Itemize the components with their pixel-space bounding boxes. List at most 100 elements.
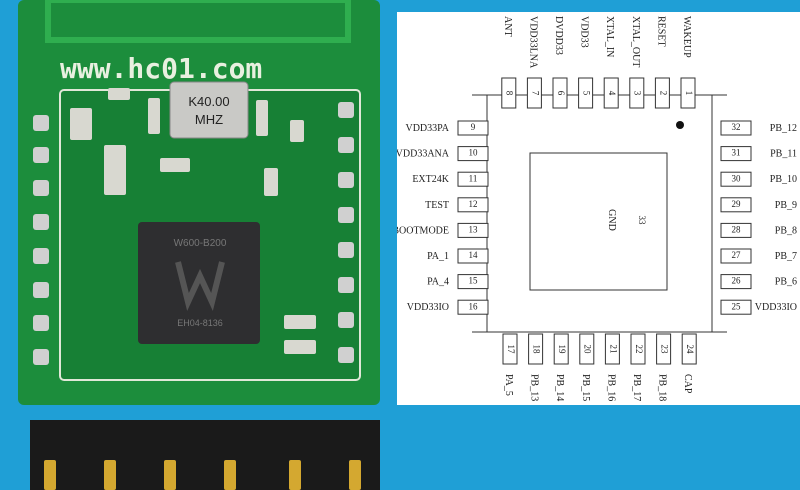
pin-box [720, 248, 752, 264]
pin-number: 25 [732, 301, 742, 311]
pin-box [681, 333, 697, 365]
pin-box [720, 171, 752, 187]
pin-box [502, 333, 518, 365]
pin-label: BOOTMODE [397, 225, 449, 236]
header-pin [289, 460, 301, 490]
pin-box [720, 299, 752, 315]
castellation-pad [338, 347, 354, 363]
pin-label: DVDD33 [553, 16, 564, 55]
pin-number: 2 [658, 91, 668, 96]
ground-label: GND [606, 209, 617, 231]
castellation-pad [338, 207, 354, 223]
pin-number: 6 [556, 91, 566, 96]
castellation-pad [33, 315, 49, 331]
pin-left-7: 16 VDD33IO [407, 299, 489, 315]
pin-number: 21 [608, 345, 618, 354]
pin-box [457, 146, 489, 162]
pin-number: 5 [582, 91, 592, 96]
header-pin [164, 460, 176, 490]
pin-number: 31 [732, 148, 741, 158]
pin-header [30, 420, 380, 490]
pin-label: VDD33 [579, 16, 590, 48]
pin-box [457, 248, 489, 264]
pin-number: 17 [506, 345, 516, 355]
pin-label: CAP [682, 374, 693, 394]
pin-box [528, 333, 544, 365]
pin-label: TEST [425, 200, 449, 211]
pin-box [720, 120, 752, 136]
crystal-text-line-2: MHZ [195, 112, 223, 127]
castellation-pad [338, 242, 354, 258]
pin-right-1: 31 PB_11 [720, 146, 797, 162]
pin-box [604, 333, 620, 365]
pin-number: 15 [469, 276, 479, 286]
website-silkscreen: www.hc01.com [60, 52, 262, 85]
castellation-pad [338, 137, 354, 153]
pin-number: 4 [607, 91, 617, 96]
pin-number: 16 [469, 301, 479, 311]
pin-box [457, 274, 489, 290]
pin-top-5: 6 DVDD33 [552, 16, 568, 109]
crystal: K40.00 MHZ [169, 81, 249, 139]
pin-box [501, 77, 517, 109]
pin-number: 13 [469, 224, 479, 234]
pin-label: PB_13 [529, 374, 540, 401]
pin-number: 14 [469, 250, 479, 260]
pin-label: VDD33ANA [397, 149, 450, 160]
pin-label: PB_7 [775, 251, 797, 262]
pin-label: VDD33IO [755, 302, 797, 313]
pin-number: 11 [469, 173, 478, 183]
pin-number: 23 [660, 345, 670, 355]
pin-number: 22 [634, 345, 644, 354]
pin-box [457, 171, 489, 187]
pin-box [680, 77, 696, 109]
pin-box [579, 333, 595, 365]
header-pin [224, 460, 236, 490]
castellation-pad [33, 180, 49, 196]
pin-label: VDD33LNA [527, 16, 538, 69]
castellation-pad [338, 277, 354, 293]
pin-label: PB_11 [770, 149, 797, 160]
pin-box [630, 333, 646, 365]
pin-label: EXT24K [412, 174, 449, 185]
pin-box [553, 333, 569, 365]
pin-label: ANT [502, 16, 513, 37]
pin-number: 18 [532, 345, 542, 355]
castellation-pad [33, 147, 49, 163]
pin-box [552, 77, 568, 109]
castellation-pad [338, 312, 354, 328]
pin-label: PB_17 [631, 374, 642, 401]
pin-number: 24 [685, 345, 695, 355]
pin-number: 3 [633, 91, 643, 96]
pin-right-7: 25 VDD33IO [720, 299, 797, 315]
pin-label: PA_1 [427, 251, 449, 262]
pin-box [457, 222, 489, 238]
castellation-pad [33, 349, 49, 365]
pin-box [457, 197, 489, 213]
chip-text-line-1: W600-B200 [174, 238, 227, 249]
pin-label: WAKEUP [681, 16, 692, 58]
pin-label: VDD33IO [407, 302, 449, 313]
pin-number: 27 [732, 250, 742, 260]
pin-number: 7 [530, 91, 540, 96]
castellation-pad [33, 115, 49, 131]
pin-left-2: 11 EXT24K [412, 171, 489, 187]
pin-top-6: 7 VDD33LNA [526, 16, 542, 109]
pin-number: 12 [469, 199, 478, 209]
pin-number: 32 [732, 122, 741, 132]
